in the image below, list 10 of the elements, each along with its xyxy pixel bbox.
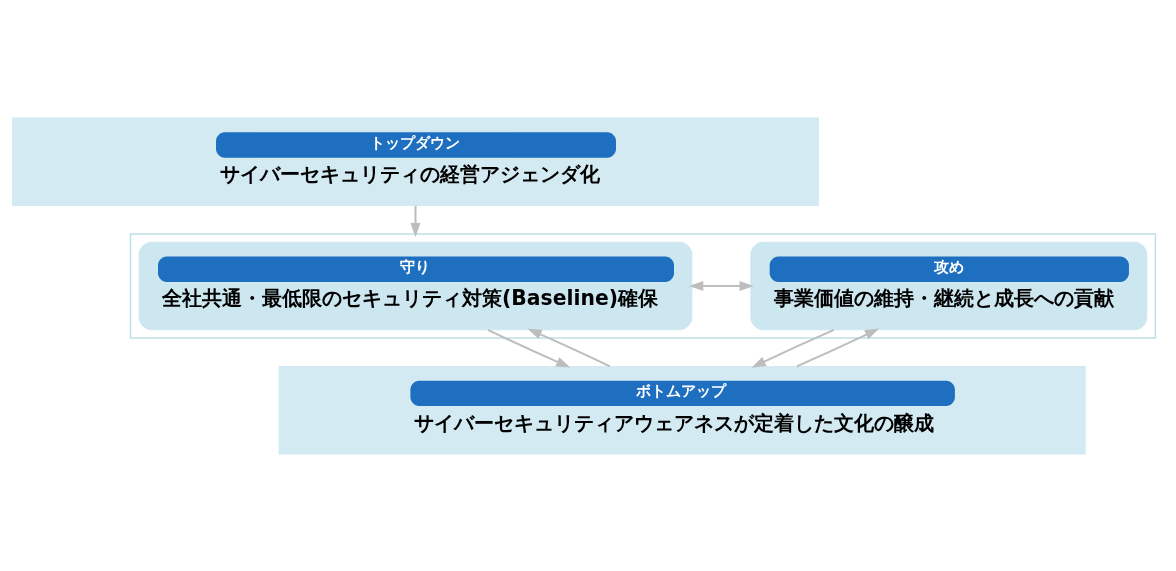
arrow <box>410 205 421 237</box>
arrow <box>487 328 571 368</box>
node-box: 攻め 事業価値の維持・継続と成長への貢献 <box>750 241 1148 330</box>
arrow <box>688 280 754 291</box>
node-box: トップダウン サイバーセキュリティの経営アジェンダ化 <box>11 117 820 206</box>
arrow <box>796 328 880 367</box>
node-box: ボトムアップ サイバーセキュリティアウェアネスが定着した文化の醸成 <box>278 365 1086 454</box>
arrow <box>751 328 835 368</box>
arrow <box>527 328 611 367</box>
node-box: 守り 全社共通・最低限のセキュリティ対策(Baseline)確保 <box>138 241 693 330</box>
